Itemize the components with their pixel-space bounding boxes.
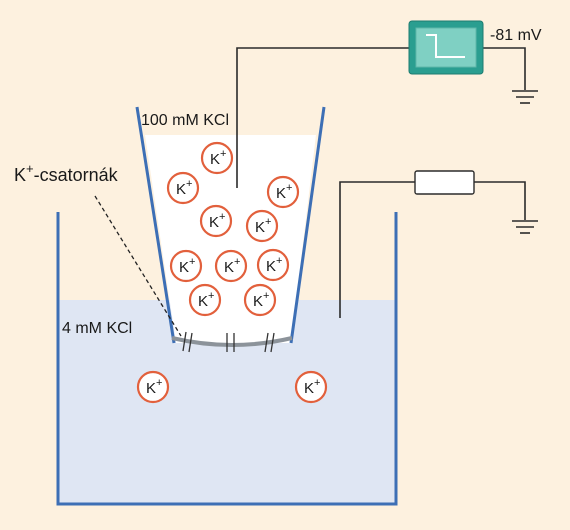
ion-k-plus: K+ — [256, 248, 290, 282]
svg-text:K+: K+ — [146, 377, 162, 397]
svg-text:K+: K+ — [179, 256, 195, 276]
inner-solution-label: 100 mM KCl — [141, 112, 229, 129]
ion-k-plus: K+ — [166, 171, 200, 205]
ion-k-plus: K+ — [200, 141, 234, 175]
ground-icon — [512, 90, 538, 104]
ion-k-plus: K+ — [266, 175, 300, 209]
pipette-right-wall — [289, 106, 326, 344]
outer-vessel — [56, 212, 398, 506]
resistor-icon — [414, 170, 475, 195]
ion-k-plus: K+ — [294, 370, 328, 404]
voltmeter-icon — [408, 20, 484, 75]
ion-k-plus: K+ — [136, 370, 170, 404]
channel-mark — [264, 332, 269, 353]
ion-k-plus: K+ — [188, 283, 222, 317]
ion-k-plus: K+ — [199, 204, 233, 238]
ion-k-plus: K+ — [243, 283, 277, 317]
voltage-reading: -81 mV — [490, 27, 542, 44]
channel-mark — [188, 332, 193, 353]
ion-k-plus: K+ — [245, 209, 279, 243]
svg-text:K+: K+ — [176, 178, 192, 198]
svg-text:K+: K+ — [276, 182, 292, 202]
ground-icon — [512, 220, 538, 234]
pipette-left-wall — [135, 106, 176, 344]
channels-label: K+-csatornák — [14, 161, 119, 185]
outer-solution-label: 4 mM KCl — [62, 320, 132, 337]
reference-wire — [339, 181, 415, 318]
ion-k-plus: K+ — [214, 249, 248, 283]
svg-text:K+: K+ — [255, 216, 271, 236]
channel-mark — [182, 331, 187, 352]
svg-text:K+: K+ — [198, 290, 214, 310]
svg-text:K+: K+ — [266, 255, 282, 275]
ground-wire-top — [483, 47, 526, 90]
channel-mark — [270, 332, 275, 353]
membrane — [171, 336, 293, 347]
svg-text:K+: K+ — [304, 377, 320, 397]
channels-pointer — [94, 195, 182, 337]
recording-wire — [236, 47, 410, 188]
svg-text:K+: K+ — [209, 211, 225, 231]
svg-text:K+: K+ — [224, 256, 240, 276]
svg-text:K+: K+ — [210, 148, 226, 168]
svg-text:K+: K+ — [253, 290, 269, 310]
ion-k-plus: K+ — [169, 249, 203, 283]
ground-wire-bottom — [474, 181, 526, 220]
k-channel-markers — [182, 331, 275, 353]
